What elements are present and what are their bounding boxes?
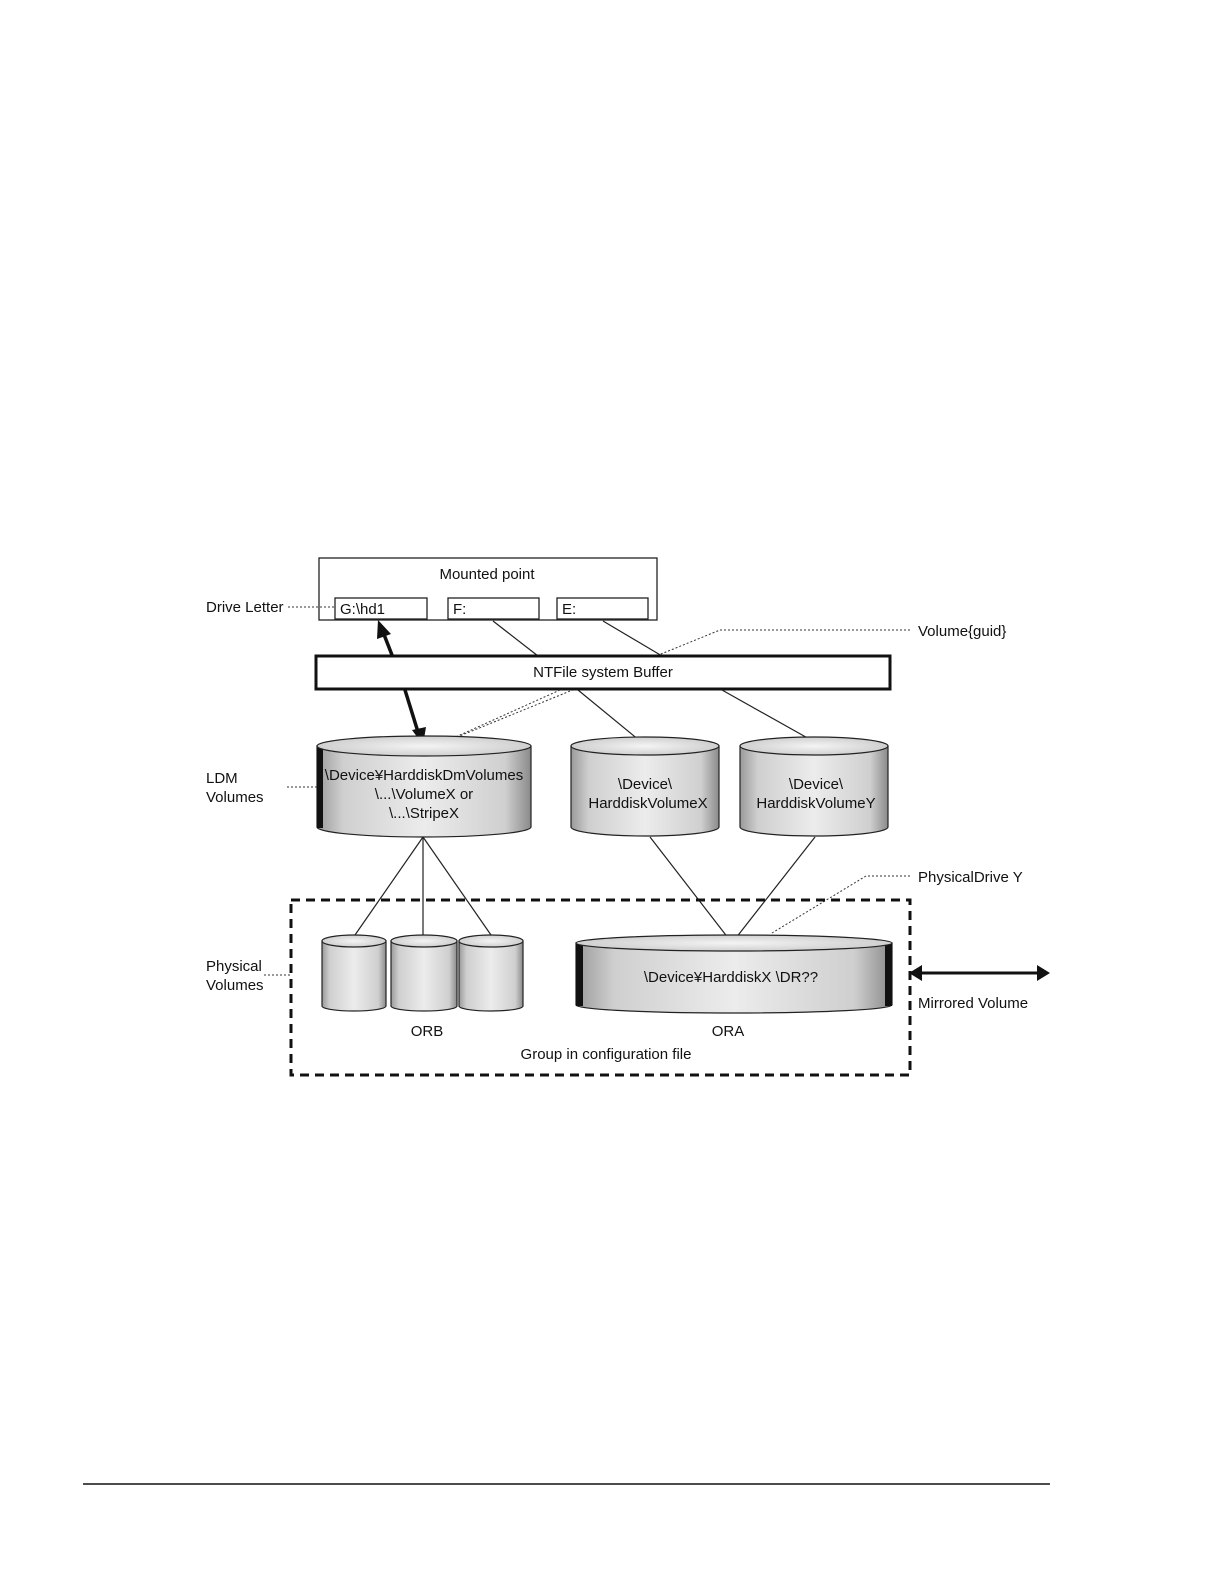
mirrored-volume-label: Mirrored Volume [918, 995, 1028, 1012]
hvx-label-2: HarddiskVolumeX [588, 795, 707, 812]
mounted-point-box: Mounted point G:\hd1 F: E: [319, 558, 657, 620]
volume-guid-label: Volume{guid} [918, 623, 1006, 640]
drive-letter-label: Drive Letter [206, 599, 284, 616]
ldm-cyl-label-2: \...\VolumeX or [375, 786, 473, 803]
ldm-cyl-label-3: \...\StripeX [389, 805, 459, 822]
f-to-buffer-line [493, 621, 538, 656]
harddisk-volume-x-cylinder: \Device\ HarddiskVolumeX [571, 737, 719, 836]
ldm-volumes-label-1: LDM [206, 770, 238, 787]
mounted-point-label: Mounted point [439, 566, 535, 583]
physical-drive-y-leader [772, 876, 910, 933]
orb-label: ORB [411, 1023, 444, 1040]
hvy-label-2: HarddiskVolumeY [756, 795, 875, 812]
ora-disk-label: \Device¥HarddiskX \DR?? [644, 969, 818, 986]
ora-disk: \Device¥HarddiskX \DR?? [576, 935, 892, 1013]
drive-g-label: G:\hd1 [340, 601, 385, 618]
ldm-volumes-label-2: Volumes [206, 789, 264, 806]
drive-f-label: F: [453, 601, 466, 618]
bold-arrow-up [377, 620, 392, 655]
ntfile-buffer-bar: NTFile system Buffer [316, 656, 890, 689]
e-to-buffer-line [603, 621, 662, 656]
harddisk-volume-y-cylinder: \Device\ HarddiskVolumeY [740, 737, 888, 836]
hvy-label-1: \Device\ [789, 776, 844, 793]
ldm-volume-cylinder: \Device¥HarddiskDmVolumes \...\VolumeX o… [317, 736, 531, 837]
ora-label: ORA [712, 1023, 745, 1040]
hvy-to-ora-line [732, 837, 815, 943]
ldm-cyl-label-1: \Device¥HarddiskDmVolumes [325, 767, 523, 784]
ldm-to-orb1-line [355, 837, 423, 935]
mirrored-volume-arrow [909, 965, 1050, 981]
hvx-to-ora-line [650, 837, 732, 943]
drive-e-label: E: [562, 601, 576, 618]
physical-volumes-label-2: Volumes [206, 977, 264, 994]
buffer-label: NTFile system Buffer [533, 664, 673, 681]
ldm-to-orb3-line [423, 837, 491, 935]
orb-disk-3 [459, 935, 523, 1011]
orb-disk-2 [391, 935, 457, 1011]
hvx-label-1: \Device\ [618, 776, 673, 793]
physical-drive-y-label: PhysicalDrive Y [918, 869, 1023, 886]
physical-volumes-label-1: Physical [206, 958, 262, 975]
group-label: Group in configuration file [521, 1046, 692, 1063]
orb-disk-1 [322, 935, 386, 1011]
